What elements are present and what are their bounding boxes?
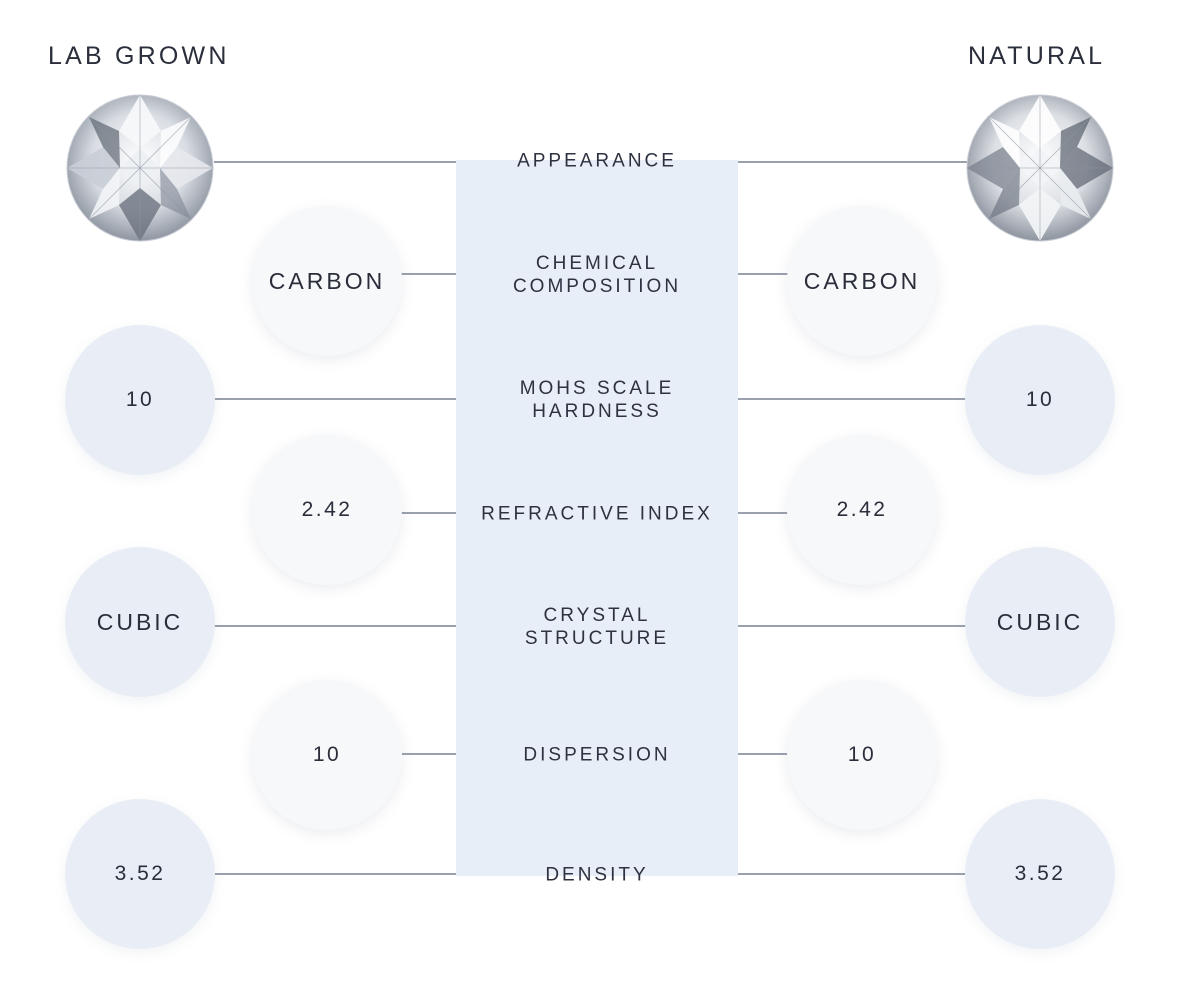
property-chemical-composition: CHEMICAL COMPOSITION [512, 253, 682, 297]
connector-mohs-right [738, 398, 966, 400]
connector-chemical-left [400, 273, 456, 275]
connector-dispersion-left [400, 753, 456, 755]
property-panel [456, 160, 738, 876]
natural-title: NATURAL [968, 42, 1106, 70]
lab-mohs-value: 10 [65, 325, 215, 475]
connector-density-left [214, 873, 456, 875]
natural-diamond-icon [966, 94, 1114, 242]
natural-mohs-value: 10 [965, 325, 1115, 475]
natural-refractive-value: 2.42 [787, 435, 937, 585]
connector-mohs-left [214, 398, 456, 400]
property-dispersion: DISPERSION [523, 744, 671, 766]
lab-grown-title: LAB GROWN [48, 42, 230, 70]
property-refractive-index: REFRACTIVE INDEX [481, 503, 713, 525]
connector-appearance-right [738, 161, 968, 163]
natural-chemical-value: CARBON [787, 206, 937, 356]
property-density: DENSITY [545, 864, 649, 886]
property-mohs-hardness: MOHS SCALE HARDNESS [519, 378, 675, 422]
connector-chemical-right [738, 273, 788, 275]
connector-refractive-left [400, 512, 456, 514]
natural-dispersion-value: 10 [787, 680, 937, 830]
lab-grown-diamond-icon [66, 94, 214, 242]
natural-crystal-value: CUBIC [965, 547, 1115, 697]
connector-appearance-left [214, 161, 456, 163]
lab-chemical-value: CARBON [252, 206, 402, 356]
lab-refractive-value: 2.42 [252, 435, 402, 585]
connector-density-right [738, 873, 966, 875]
connector-crystal-left [214, 625, 456, 627]
lab-crystal-value: CUBIC [65, 547, 215, 697]
lab-dispersion-value: 10 [252, 680, 402, 830]
natural-density-value: 3.52 [965, 799, 1115, 949]
connector-refractive-right [738, 512, 788, 514]
property-crystal-structure: CRYSTAL STRUCTURE [524, 605, 670, 649]
connector-dispersion-right [738, 753, 788, 755]
property-appearance: APPEARANCE [517, 150, 677, 172]
connector-crystal-right [738, 625, 966, 627]
lab-density-value: 3.52 [65, 799, 215, 949]
